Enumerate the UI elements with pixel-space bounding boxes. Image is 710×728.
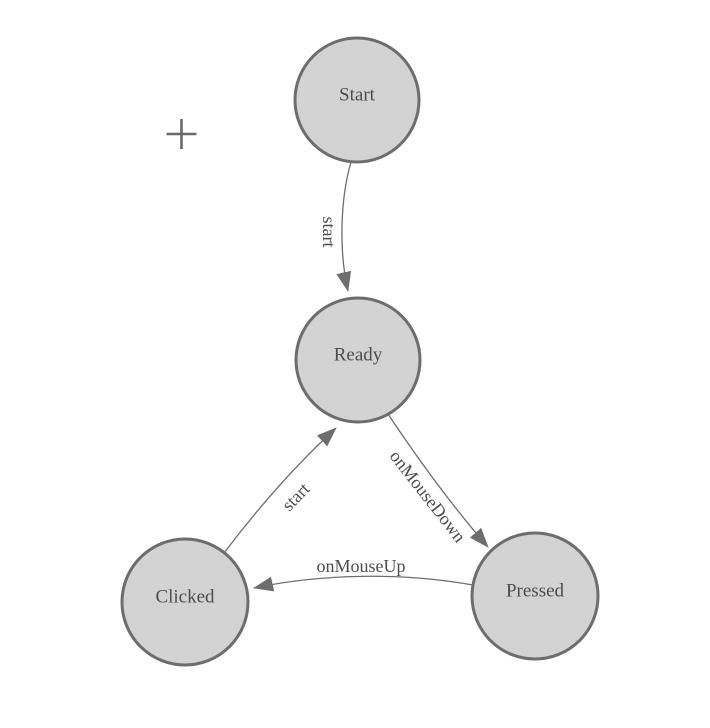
state-node-pressed[interactable]: Pressed: [470, 531, 600, 661]
state-circle-clicked[interactable]: [120, 537, 250, 667]
state-circle-pressed[interactable]: [470, 531, 600, 661]
crosshair-icon: [166, 119, 197, 149]
transition-pressed-to-clicked[interactable]: [253, 575, 474, 592]
transition-clicked-to-ready[interactable]: [223, 427, 337, 554]
transition-start-to-ready[interactable]: [336, 161, 352, 292]
transition-label-start-to-ready: start: [319, 217, 339, 248]
transition-ready-to-pressed[interactable]: [387, 413, 489, 548]
state-node-start[interactable]: Start: [293, 36, 421, 164]
state-circle-start[interactable]: [293, 36, 421, 164]
state-label-start: Start: [339, 85, 376, 106]
state-label-clicked: Clicked: [155, 587, 215, 608]
cursor-layer: [166, 119, 197, 149]
state-label-ready: Ready: [334, 345, 383, 366]
state-node-ready[interactable]: Ready: [294, 296, 422, 424]
state-node-clicked[interactable]: Clicked: [120, 537, 250, 667]
transition-label-ready-to-pressed: onMouseDown: [386, 446, 470, 546]
transition-label-pressed-to-clicked: onMouseUp: [317, 556, 406, 576]
state-label-pressed: Pressed: [506, 581, 565, 602]
transition-label-clicked-to-ready: start: [278, 479, 314, 515]
state-circle-ready[interactable]: [294, 296, 422, 424]
